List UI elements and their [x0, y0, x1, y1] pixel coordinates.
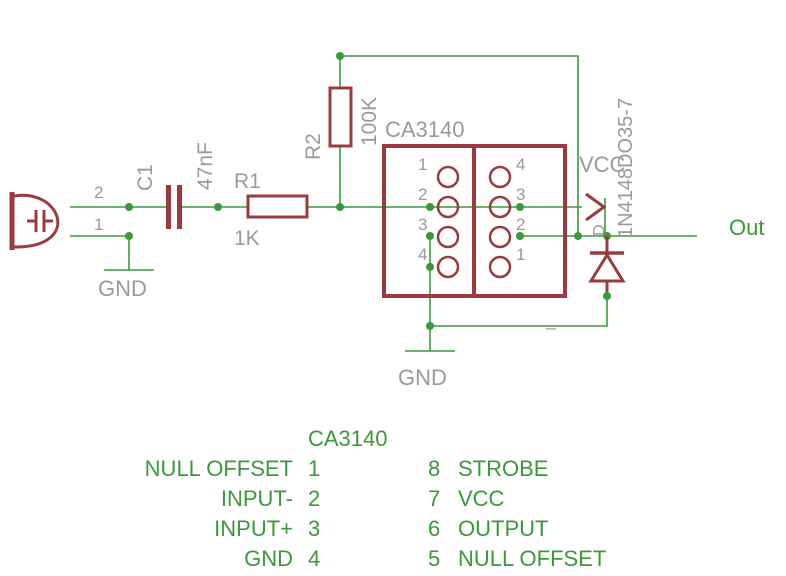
neg-marker: _ — [545, 310, 557, 331]
pinout-left-num-1: 1 — [308, 456, 320, 481]
vcc-label: VCC — [579, 152, 626, 177]
chip-right-pin-2: 2 — [516, 215, 525, 234]
pinout-right-num-5: 5 — [428, 546, 440, 571]
pinout-right-name-8: STROBE — [458, 456, 548, 481]
chip-right-pin-3: 3 — [516, 185, 525, 204]
junctions — [125, 52, 611, 330]
wires — [70, 55, 697, 351]
diode-name: 1N4148DO35-7 — [615, 98, 637, 238]
pinout-left-num-3: 3 — [308, 516, 320, 541]
chip-left-pin-2: 2 — [418, 185, 427, 204]
vcc-arrow-symbol — [585, 192, 607, 222]
chip-left-pin-3: 3 — [418, 215, 427, 234]
pinout-left-name-4: GND — [244, 546, 293, 571]
pinout-left-name-1: NULL OFFSET — [145, 456, 293, 481]
chip-name: CA3140 — [385, 117, 465, 142]
r1-value: 1K — [234, 227, 260, 250]
pinout-right-name-6: OUTPUT — [458, 516, 548, 541]
pinout-left-num-4: 4 — [308, 546, 320, 571]
chip-left-pin-1: 1 — [418, 155, 427, 174]
pinout-title: CA3140 — [308, 426, 388, 451]
gnd-label-center: GND — [398, 365, 447, 390]
chip-ca3140 — [382, 144, 567, 298]
resistor-r2 — [328, 86, 353, 148]
mic-pin2-label: 2 — [94, 183, 103, 202]
diode-symbol — [588, 236, 626, 292]
r2-value: 100K — [358, 97, 381, 146]
pinout-right-num-6: 6 — [428, 516, 440, 541]
pinout-left-name-2: INPUT- — [221, 486, 293, 511]
c1-name: C1 — [134, 164, 157, 191]
r1-name: R1 — [234, 170, 261, 193]
diode-side-label: D — [591, 224, 608, 236]
pinout-table: CA3140 NULL OFFSET 1 INPUT- 2 INPUT+ 3 G… — [145, 426, 607, 571]
pinout-right-name-7: VCC — [458, 486, 505, 511]
pinout-right-num-8: 8 — [428, 456, 440, 481]
capacitor-c1 — [166, 185, 182, 229]
out-label: Out — [729, 215, 764, 240]
chip-right-pin-4: 4 — [516, 155, 525, 174]
pinout-right-name-5: NULL OFFSET — [458, 546, 606, 571]
microphone-symbol — [9, 192, 60, 250]
resistor-r1 — [246, 194, 309, 219]
gnd-label-left: GND — [98, 276, 147, 301]
chip-left-pin-4: 4 — [418, 245, 427, 264]
chip-right-pin-1: 1 — [516, 245, 525, 264]
c1-value: 47nF — [194, 142, 217, 190]
r2-name: R2 — [302, 133, 325, 160]
pinout-left-name-3: INPUT+ — [214, 516, 293, 541]
pinout-left-num-2: 2 — [308, 486, 320, 511]
pinout-right-num-7: 7 — [428, 486, 440, 511]
mic-pin1-label: 1 — [94, 215, 103, 234]
